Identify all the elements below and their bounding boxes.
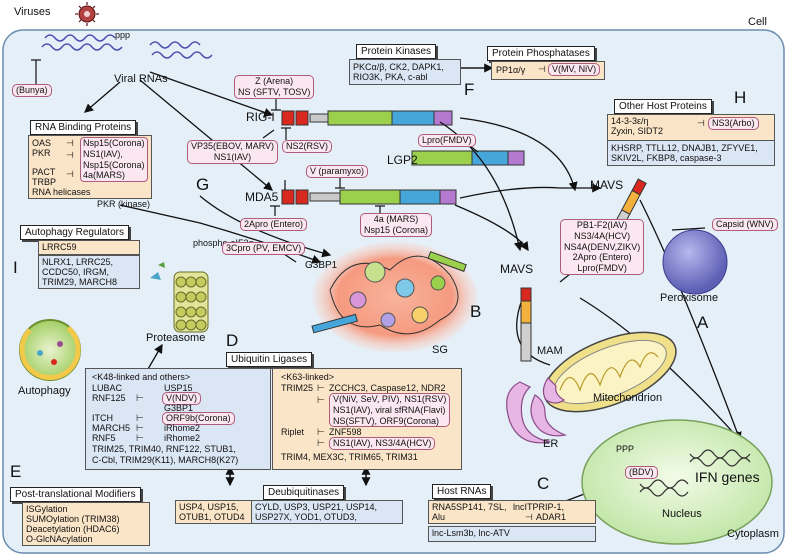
v-ndv-pill: V(NDV) (162, 392, 201, 405)
mavs-mam (520, 287, 532, 362)
k48-header: <K48-linked and others> (92, 372, 191, 382)
mavs-label-mam: MAVS (500, 262, 534, 276)
peroxisome-label: Peroxisome (660, 292, 719, 304)
host-line: Zyxin, SIDT2 (611, 126, 664, 136)
label-e: E (10, 462, 22, 481)
host-line: 14-3-3ε/η (611, 116, 649, 126)
pact-label: PACT (32, 167, 56, 177)
rbp-inhibitors: Nsp15(Corona)NS1(IAV),Nsp15(Corona)4a(MA… (80, 137, 148, 183)
rbp-box: OAS PKR PACT TRBP RNA helicases ⊣ ⊣ ⊣ Ns… (28, 135, 152, 199)
viral-rnas-label: Viral RNAs (114, 73, 168, 85)
proteasome-label: Proteasome (146, 332, 206, 344)
nucleus-label: Nucleus (662, 508, 702, 520)
autophagy-regulators-box: NLRX1, LRRC25, CCDC50, IRGM, TRIM29, MAR… (38, 255, 140, 289)
dna-icon (639, 449, 751, 497)
orf9b-pill: ORF9b(Corona) (162, 412, 235, 425)
lrrc59-box: LRRC59 (38, 240, 140, 255)
mitochondrion-label: Mitochondrion (593, 392, 663, 404)
other-host-title: Other Host Proteins (614, 99, 712, 114)
ifn-genes-label: IFN genes (695, 469, 760, 485)
protein-kinases-box: PKCα/β, CK2, DAPK1, RIO3K, PKA, c-abl (349, 59, 461, 85)
bunya-inhibitor: (Bunya) (12, 84, 52, 97)
k63-header: <K63-linked> (281, 372, 335, 382)
mavs-label-top: MAVS (590, 178, 624, 192)
proteasome-icon (150, 262, 209, 333)
host-rnas-title: Host RNAs (432, 484, 492, 499)
ns2-rsv-inhibitor: NS2(RSV) (282, 140, 333, 153)
lgp2-protein (411, 150, 525, 166)
label-h: H (734, 88, 747, 107)
3cpro-inhibitor: 3Cpro (PV, EMCV) (222, 242, 306, 255)
label-a: A (697, 313, 709, 332)
other-host-blue-box: KHSRP, TTLL12, DNAJB1, ZFYVE1, SKIV2L, F… (607, 140, 775, 166)
label-f: F (464, 80, 475, 99)
cell-label: Cell (748, 16, 767, 28)
k48-box: <K48-linked and others> LUBAC RNF125 ITC… (85, 368, 271, 470)
v-paramyxo-inhibitor: V (paramyxo) (306, 165, 369, 178)
kinases-line: RIO3K, PKA, c-abl (353, 72, 428, 82)
rig-i-protein (281, 110, 453, 126)
rna-helicases-label: RNA helicases (32, 187, 91, 197)
rbp-title: RNA Binding Proteins (30, 120, 137, 135)
er-label: ER (543, 438, 559, 450)
deubiq-box-2: CYLD, USP3, USP21, USP14,USP27X, YOD1, O… (251, 500, 403, 524)
lgp2-label: LGP2 (387, 153, 418, 167)
autophagosome-icon (19, 319, 81, 381)
mam-label: MAM (537, 345, 563, 357)
phosphatases-box: PP1α/γ ⊣ V(MV, NiV) (491, 61, 605, 80)
cytoplasm-label: Cytoplasm (727, 528, 779, 540)
ptm-title: Post-translational Modifiers (10, 487, 141, 502)
label-i: I (13, 258, 18, 277)
twoapro-entero-inhibitor: 2Apro (Entero) (240, 218, 308, 231)
pkr-label: PKR (32, 148, 51, 158)
label-b: B (470, 302, 482, 321)
autophagy-label: Autophagy (18, 385, 71, 397)
capsid-wnv-inhibitor: Capsid (WNV) (712, 218, 778, 231)
kinases-line: PKCα/β, CK2, DAPK1, (353, 62, 444, 72)
host-line: SKIV2L, FKBP8, caspase-3 (611, 153, 722, 163)
endoplasmic-reticulum (506, 377, 568, 444)
z-arena-ns-sftv-inhibitor: Z (Arena)NS (SFTV, TOSV) (234, 75, 315, 99)
label-g: G (196, 175, 210, 194)
host-rnas-blue-box: lnc-Lsm3b, lnc-ATV (428, 526, 596, 542)
peroxisome (662, 229, 728, 295)
stress-granule (311, 242, 477, 352)
trbp-label: TRBP (32, 177, 57, 187)
sg-label: SG (432, 344, 448, 356)
vp35-ns1-inhibitor: VP35(EBOV, MARV)NS1(IAV) (187, 140, 279, 164)
mavs-inhibitors: PB1-F2(IAV)NS3/4A(HCV)NS4A(DENV,ZIKV)2Ap… (560, 219, 645, 275)
ppp-label: ppp (115, 30, 131, 40)
lpro-fmdv-inhibitor: Lpro(FMDV) (418, 134, 476, 147)
ppp-nucleus-label: PPP (616, 444, 635, 454)
deubiq-box-1: USP4, USP15,OTUB1, OTUD4 (175, 500, 254, 524)
label-d: D (226, 331, 239, 350)
k63-box: <K63-linked> TRIM25 ⊢ ZCCHC3, Caspase12,… (272, 368, 462, 470)
pp1-label: PP1α/γ (496, 65, 526, 75)
ns3-arbo-inhibitor: NS3(Arbo) (708, 117, 759, 130)
host-line: KHSRP, TTLL12, DNAJB1, ZFYVE1, (611, 143, 758, 153)
pkr-kinase-label: PKR (kinase) (97, 199, 151, 209)
4a-nsp15-inhibitor: 4a (MARS)Nsp15 (Corona) (360, 213, 433, 237)
trim25-viral-pill: V(NiV, SeV, PIV), NS1(RSV) NS1(IAV), vir… (329, 393, 451, 428)
protein-phosphatases-title: Protein Phosphatases (487, 46, 595, 61)
ubiquitin-ligases-title: Ubiquitin Ligases (226, 352, 313, 367)
riplet-viral-pill: NS1(IAV), NS3/4A(HCV) (329, 437, 436, 450)
mda5-protein (281, 189, 457, 205)
g3bp1-label: G3BP1 (305, 260, 338, 271)
virus-icon (75, 2, 99, 26)
bdv-inhibitor: (BDV) (625, 466, 658, 479)
host-rnas-tan-box: RNA5SP141, 7SL, Alu lncITPRIP-1, ⊣ ADAR1 (428, 500, 596, 524)
rig-i-label: RIG-I (246, 110, 275, 124)
label-c: C (537, 474, 550, 493)
autophagy-regulators-title: Autophagy Regulators (20, 225, 129, 240)
mda5-label: MDA5 (245, 190, 279, 204)
other-host-tan-box: 14-3-3ε/η Zyxin, SIDT2 ⊣ NS3(Arbo) (607, 114, 775, 142)
viruses-label: Viruses (14, 6, 51, 18)
v-mv-inhibitor: V(MV, NiV) (548, 63, 601, 76)
oas-label: OAS (32, 138, 52, 148)
protein-kinases-title: Protein Kinases (356, 44, 437, 59)
deubiquitinases-title: Deubiquitinases (263, 485, 345, 500)
